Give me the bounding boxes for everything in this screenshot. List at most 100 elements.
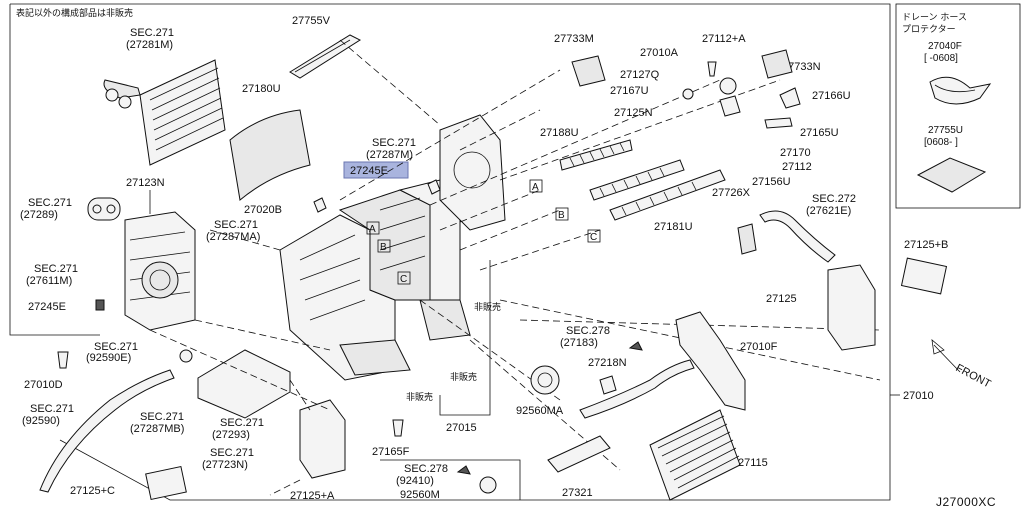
- sheet-27755U: [916, 157, 987, 193]
- case-cover-27287M: [439, 114, 506, 231]
- part-27166U: 27166U: [812, 90, 851, 102]
- sec271-27287MA-a: SEC.271: [214, 219, 258, 231]
- actuator-27125: [827, 264, 876, 351]
- sec271-27287M-a: SEC.271: [372, 137, 416, 149]
- callout-box-b1: [377, 239, 391, 253]
- part-27125N: 27125N: [614, 107, 653, 119]
- sec271-27281M-b: (27281M): [126, 39, 173, 51]
- part-27125C: 27125+C: [70, 485, 115, 497]
- part-27165U: 27165U: [800, 127, 839, 139]
- lever-27127Q: [719, 77, 737, 95]
- screw-27165F: [392, 419, 404, 437]
- sec271-27281M-a: SEC.271: [130, 27, 174, 39]
- drawing-code: J27000XC: [936, 495, 996, 509]
- heater-core-27115: [649, 409, 741, 501]
- sec271-27287MB-a: SEC.271: [140, 411, 184, 423]
- duct-27010F: [675, 311, 746, 411]
- sec278-box: [380, 459, 521, 500]
- grommet-92560MA: [530, 365, 560, 395]
- part-92560MA: 92560MA: [516, 405, 564, 417]
- part-27020B: 27020B: [244, 204, 282, 216]
- part-92560M: 92560M: [400, 489, 440, 501]
- pipe-27183: [579, 359, 695, 419]
- callout-box-c1: [397, 271, 411, 285]
- callout-box-b2: [555, 207, 569, 221]
- clip-27245E: [95, 299, 105, 311]
- sec271-27289-b: (27289): [20, 209, 58, 221]
- sec278-27183-a: SEC.278: [566, 325, 610, 337]
- actuator-27733N: [761, 49, 793, 79]
- callout-box-a2: [529, 179, 543, 193]
- part-27040F-range: [ -0608]: [924, 53, 958, 64]
- highlight-27245E[interactable]: [343, 161, 409, 179]
- sec271-27293-b: (27293): [212, 429, 250, 441]
- part-27115: 27115: [738, 457, 768, 469]
- inset-title-2: プロテクター: [902, 24, 956, 35]
- sec271-27289-a: SEC.271: [28, 197, 72, 209]
- part-27321: 27321: [562, 487, 593, 499]
- gasket-27755V-inner: [294, 39, 351, 73]
- screw-27010D: [57, 351, 69, 369]
- arrow-27183: [628, 341, 643, 351]
- not-sold-label-2: 非販売: [450, 371, 477, 383]
- part-27733M: 27733M: [554, 33, 594, 45]
- not-for-sale-note: 表記以外の構成部品は非販売: [16, 7, 133, 19]
- sec271-27723N-a: SEC.271: [210, 447, 254, 459]
- part-27218N: 27218N: [588, 357, 627, 369]
- inset-title-1: ドレーン ホース: [902, 12, 967, 23]
- seal-27321: [547, 435, 611, 473]
- part-27245E: 27245E: [28, 301, 66, 313]
- hvac-unit-27010: [279, 179, 471, 381]
- gasket-27755V: [289, 34, 362, 79]
- sec278-92410-b: (92410): [396, 475, 434, 487]
- actuator-27125C: [145, 465, 187, 501]
- sec272-27621E-b: (27621E): [806, 205, 851, 217]
- lever-27166U: [779, 87, 801, 109]
- part-27125A: 27125+A: [290, 490, 335, 502]
- callout-b2: B: [558, 210, 565, 221]
- bracket-27015: [439, 260, 491, 416]
- callout-c2: C: [590, 232, 597, 243]
- lower-left-frame: [59, 439, 380, 501]
- grommet-27289: [87, 197, 121, 221]
- drain-hose-protector-part: [929, 76, 992, 105]
- sec271-27287MB-b: (27287MB): [130, 423, 184, 435]
- arrow-92410: [456, 465, 471, 475]
- part-27170: 27170: [780, 147, 811, 159]
- inset-frame: [895, 3, 1021, 209]
- part-27755V: 27755V: [292, 15, 331, 27]
- screw-27010A: [707, 61, 717, 77]
- part-27245E-highlight[interactable]: 27245E: [350, 165, 388, 177]
- callout-box-c2: [587, 229, 601, 243]
- sec271-27293-a: SEC.271: [220, 417, 264, 429]
- sec271-27611M-a: SEC.271: [34, 263, 78, 275]
- part-27125: 27125: [766, 293, 797, 305]
- sec271-27287M-b: (27287M): [366, 149, 413, 161]
- sec271-27723N-b: (27723N): [202, 459, 248, 471]
- part-27112: 27112: [782, 161, 812, 173]
- main-frame: [9, 3, 891, 501]
- link-27167U: [682, 88, 694, 100]
- aspirator-hose-27621E: [759, 210, 836, 263]
- sec271-92590-b: (92590): [22, 415, 60, 427]
- part-27112A: 27112+A: [702, 33, 746, 45]
- drain-hose-92590: [39, 369, 175, 493]
- door-27181U: [609, 169, 726, 221]
- not-sold-label-1: 非販売: [474, 301, 501, 313]
- part-27755U-range: [0608- ]: [924, 137, 958, 148]
- sec271-27611M-b: (27611M): [26, 275, 72, 287]
- heater-core-27281M: [103, 59, 226, 166]
- part-27125B: 27125+B: [904, 239, 948, 251]
- sec278-92410-a: SEC.278: [404, 463, 448, 475]
- actuator-27125A: [299, 399, 346, 479]
- case-cover-opening: [453, 151, 491, 189]
- sec272-27621E-a: SEC.272: [812, 193, 856, 205]
- part-27167U: 27167U: [610, 85, 649, 97]
- front-arrow: [931, 339, 961, 373]
- front-label: FRONT: [954, 362, 993, 391]
- sec271-92590E-b: (92590E): [86, 352, 131, 364]
- part-27010D: 27010D: [24, 379, 63, 391]
- part-27181U: 27181U: [654, 221, 693, 233]
